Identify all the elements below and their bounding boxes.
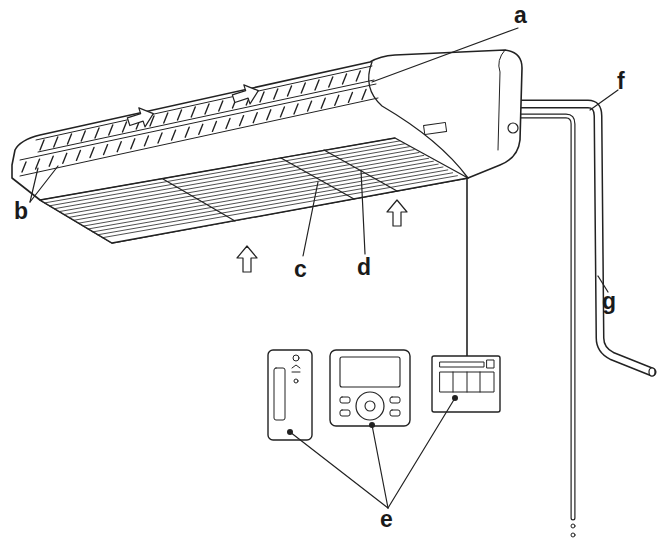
leader-line (30, 166, 58, 202)
controller-keys (440, 372, 494, 392)
outlet-edge (20, 84, 376, 160)
controller-button (340, 410, 350, 416)
remote-button (292, 365, 300, 372)
controller-button (340, 397, 350, 403)
controller-dial (356, 392, 384, 420)
callout-letter: c (294, 258, 307, 281)
leader-line (372, 425, 388, 508)
cap-screw (508, 123, 518, 133)
controller-keys (453, 372, 480, 392)
unit-body (12, 50, 522, 243)
outlet-edge (36, 66, 372, 140)
callout-letter: e (380, 508, 393, 531)
airflow-arrow (387, 200, 407, 226)
callout-letter: b (14, 200, 28, 223)
leader-line (590, 90, 618, 110)
continuation-dot (571, 524, 575, 528)
pipe-end (649, 368, 655, 376)
end-cap-edge (498, 50, 505, 150)
leader-line (303, 182, 318, 256)
outlet-louvers (40, 71, 360, 150)
leader-line (372, 28, 518, 82)
controller-lamp (487, 360, 494, 368)
airflow-arrow (230, 81, 261, 108)
grille-bars (40, 138, 457, 238)
continuation-dot (571, 533, 575, 537)
leader-line (290, 432, 388, 508)
outlet-edge (38, 80, 374, 152)
airflow-arrow (237, 246, 257, 272)
grille-divider (163, 179, 235, 221)
controller-button (390, 410, 400, 416)
controller-slot (440, 362, 484, 367)
control-cable (466, 176, 468, 356)
airflow-arrow (125, 104, 156, 131)
refrigerant-pipe (520, 104, 652, 372)
controller-dial (365, 401, 375, 411)
grille-divider (281, 158, 354, 199)
callout-letter: g (602, 290, 616, 313)
leader-line (388, 398, 455, 508)
wired-controller (330, 350, 410, 426)
controller-button (390, 397, 400, 403)
remote-display (274, 368, 285, 420)
callout-letter: a (514, 4, 527, 27)
wireless-remote (268, 350, 312, 440)
refrigerant-pipe-fill (520, 104, 652, 372)
drain-pipe (520, 116, 573, 518)
callout-letter: f (617, 70, 625, 93)
intake-grille (40, 138, 468, 243)
simple-controller (432, 356, 500, 412)
remote-button (294, 379, 298, 383)
remote-button (293, 355, 299, 361)
drain-pipe-fill (520, 116, 573, 518)
controller-screen (340, 357, 400, 387)
leader-line (361, 170, 365, 254)
nameplate (424, 123, 447, 135)
callout-letter: d (357, 256, 371, 279)
